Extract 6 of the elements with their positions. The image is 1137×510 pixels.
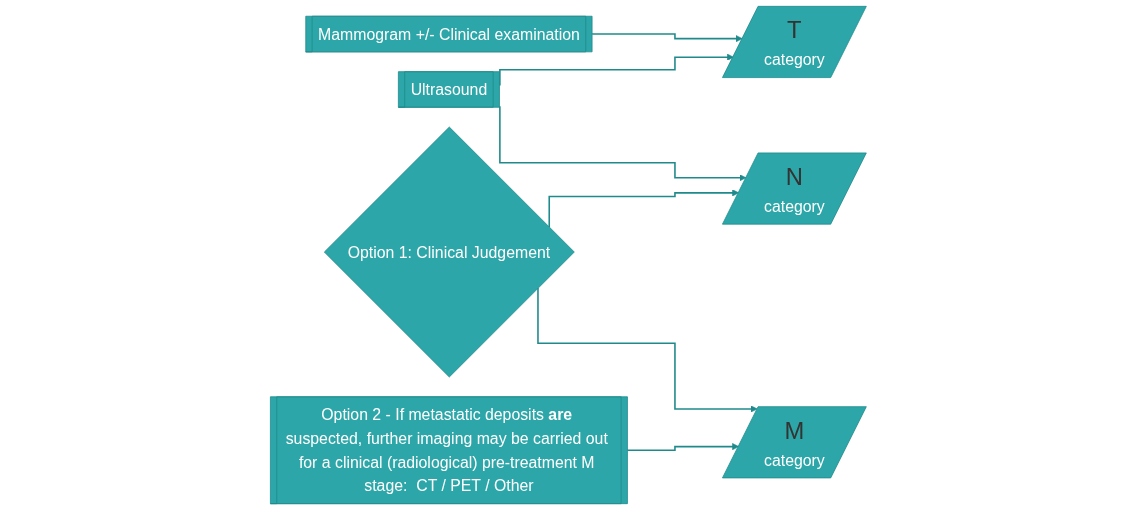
arrow <box>548 189 740 229</box>
node-diamond: Option 1: Clinical Judgement <box>324 126 575 378</box>
arrow <box>591 33 743 43</box>
arrow <box>537 287 758 413</box>
arrow <box>499 105 747 182</box>
arrow <box>627 443 740 452</box>
